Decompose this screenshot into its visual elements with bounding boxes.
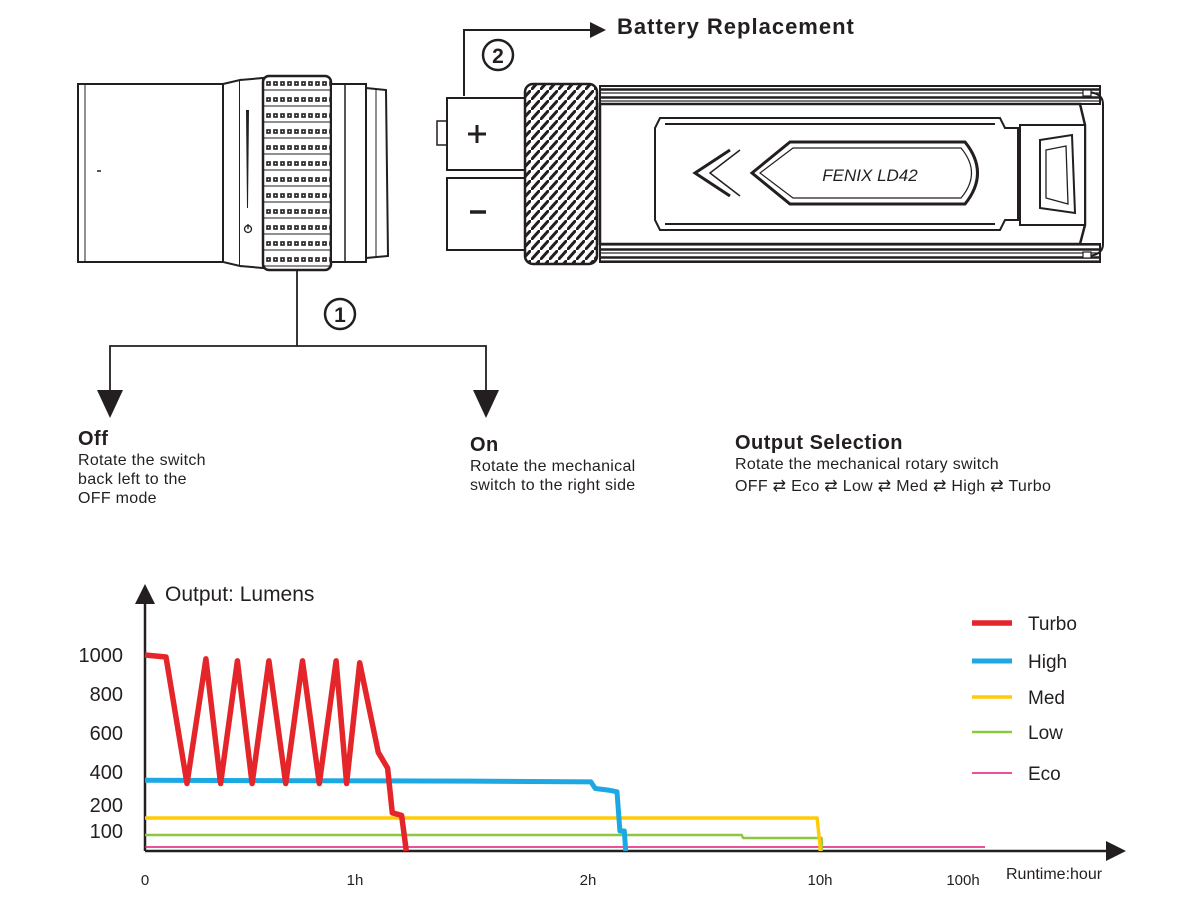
runtime-chart: Output: Lumens Runtime:hour 100080060040… xyxy=(79,583,1126,889)
on-line: switch to the right side xyxy=(470,477,636,494)
y-tick-label: 200 xyxy=(90,795,123,817)
battery xyxy=(436,97,526,251)
legend-label: Eco xyxy=(1028,764,1061,785)
legend-label: Med xyxy=(1028,688,1065,709)
x-tick-label: 100h xyxy=(946,872,979,889)
switch-callout xyxy=(97,270,499,418)
power-icon xyxy=(243,224,253,234)
off-description: Off Rotate the switch back left to the O… xyxy=(78,428,206,508)
output-selection-line: Rotate the mechanical rotary switch xyxy=(735,456,999,473)
on-description: On Rotate the mechanical switch to the r… xyxy=(470,434,636,495)
tail-cap xyxy=(77,74,390,272)
y-tick-label: 100 xyxy=(90,821,123,843)
off-line: Rotate the switch xyxy=(78,452,206,469)
y-axis-arrow-icon xyxy=(135,584,155,604)
brand-logo: FENIX LD42 xyxy=(822,166,918,185)
x-tick-label: 10h xyxy=(807,872,832,889)
x-axis-label: Runtime:hour xyxy=(1006,866,1103,883)
series-line-med xyxy=(145,816,822,852)
arrow-down-icon xyxy=(97,390,123,418)
y-tick-label: 400 xyxy=(90,762,123,784)
legend-label: Turbo xyxy=(1028,614,1077,635)
off-title: Off xyxy=(78,428,109,450)
series-line-turbo xyxy=(144,652,410,852)
flashlight-body xyxy=(523,82,1104,266)
position-marker-icon xyxy=(246,110,249,208)
arrow-down-icon xyxy=(473,390,499,418)
svg-text:2: 2 xyxy=(492,45,504,68)
x-axis-arrow-icon xyxy=(1106,841,1126,861)
rotary-switch[interactable] xyxy=(261,74,333,272)
x-tick-label: 0 xyxy=(141,872,149,889)
battery-replacement-label: Battery Replacement xyxy=(617,14,855,39)
on-line: Rotate the mechanical xyxy=(470,458,636,475)
y-tick-label: 1000 xyxy=(79,645,124,667)
off-line: OFF mode xyxy=(78,490,157,507)
off-line: back left to the xyxy=(78,471,187,488)
svg-text:1: 1 xyxy=(334,304,346,327)
y-axis-label: Output: Lumens xyxy=(165,583,314,606)
series-line-low xyxy=(145,833,823,852)
x-tick-label: 2h xyxy=(580,872,597,889)
output-selection-title: Output Selection xyxy=(735,432,903,454)
output-selection-sequence: OFF ⇄ Eco ⇄ Low ⇄ Med ⇄ High ⇄ Turbo xyxy=(735,478,1052,495)
on-title: On xyxy=(470,434,499,456)
legend-label: Low xyxy=(1028,723,1063,744)
y-tick-label: 600 xyxy=(90,723,123,745)
step-2-badge: 2 xyxy=(481,38,515,72)
series-line-high xyxy=(144,777,629,852)
step-1-badge: 1 xyxy=(323,297,357,331)
battery-replacement-arrow xyxy=(463,22,606,96)
output-selection-description: Output Selection Rotate the mechanical r… xyxy=(735,432,1051,496)
y-tick-label: 800 xyxy=(90,684,123,706)
x-tick-label: 1h xyxy=(347,872,364,889)
legend-label: High xyxy=(1028,652,1067,673)
